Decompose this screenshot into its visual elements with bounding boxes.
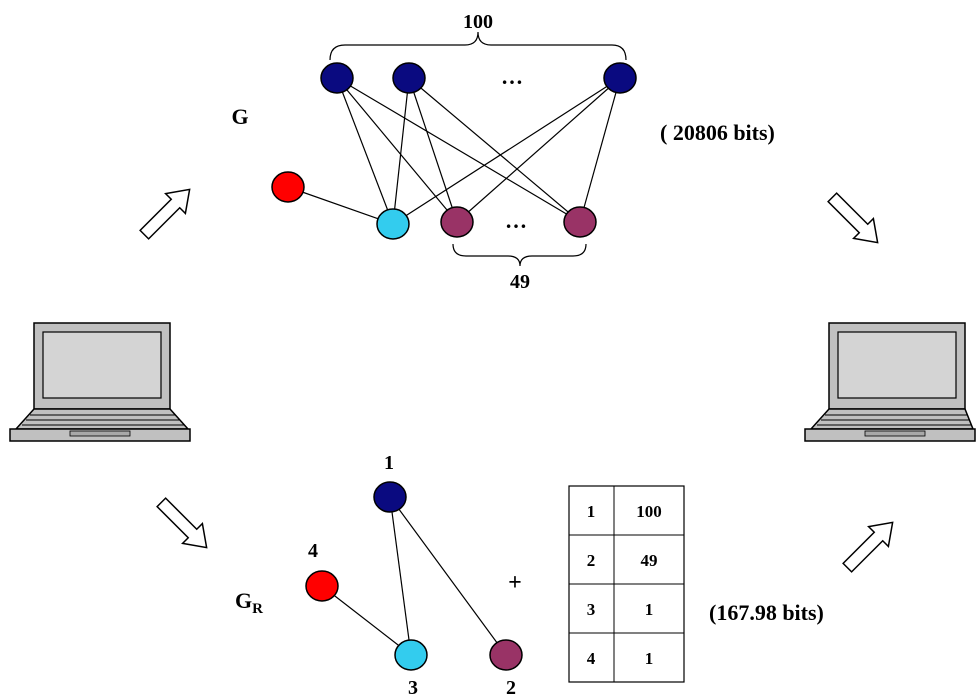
table-cell: 3 xyxy=(587,600,596,619)
reduced-node-2 xyxy=(489,639,523,671)
arrow-up-right-icon xyxy=(842,521,894,573)
graph-label-gr: GR xyxy=(235,588,263,617)
top-node-purple-1 xyxy=(440,206,474,238)
plus-sign: + xyxy=(508,570,522,596)
reduced-graph: 1 4 3 2 GR xyxy=(235,452,523,699)
reduced-node-3 xyxy=(394,639,428,671)
top-node-purple-2 xyxy=(563,206,597,238)
bottom-brace xyxy=(452,243,587,267)
top-node-navy-2 xyxy=(392,62,426,94)
frequency-table: 1 100 2 49 3 1 4 1 xyxy=(568,485,685,683)
top-graph-edges xyxy=(287,77,621,225)
reduced-node-4 xyxy=(305,570,339,602)
laptop-left-icon xyxy=(9,322,191,442)
arrow-down-right-icon xyxy=(827,192,879,244)
top-count-label: 100 xyxy=(463,11,493,33)
top-ellipsis: … xyxy=(501,64,523,89)
top-graph: 100 … … 49 G xyxy=(231,11,637,293)
reduced-node-4-label: 4 xyxy=(308,540,318,562)
table-cell: 49 xyxy=(641,551,658,570)
bottom-size-label: (167.98 bits) xyxy=(709,600,824,625)
bottom-count-label: 49 xyxy=(510,271,530,293)
reduced-node-1 xyxy=(373,481,407,513)
table-cell: 1 xyxy=(587,502,596,521)
top-node-navy-1 xyxy=(320,62,354,94)
graph-label-g: G xyxy=(231,104,248,129)
graph-label-gr-sub: R xyxy=(252,601,263,617)
top-node-red xyxy=(271,171,305,203)
arrow-up-right-icon xyxy=(139,188,191,240)
arrow-down-right-icon xyxy=(156,497,208,549)
table-cell: 1 xyxy=(645,600,654,619)
reduced-node-3-label: 3 xyxy=(408,677,418,699)
table-cell: 4 xyxy=(587,649,596,668)
bottom-row-ellipsis: … xyxy=(505,208,527,233)
table-cell: 1 xyxy=(645,649,654,668)
top-node-navy-3 xyxy=(603,62,637,94)
reduced-node-1-label: 1 xyxy=(384,452,394,474)
table-cell: 2 xyxy=(587,551,596,570)
graph-label-gr-main: G xyxy=(235,588,252,613)
laptop-right-icon xyxy=(804,322,976,442)
top-brace xyxy=(329,31,627,61)
top-node-cyan xyxy=(376,208,410,240)
top-size-label: ( 20806 bits) xyxy=(660,120,775,145)
table-cell: 100 xyxy=(636,502,662,521)
reduced-node-2-label: 2 xyxy=(506,677,516,699)
